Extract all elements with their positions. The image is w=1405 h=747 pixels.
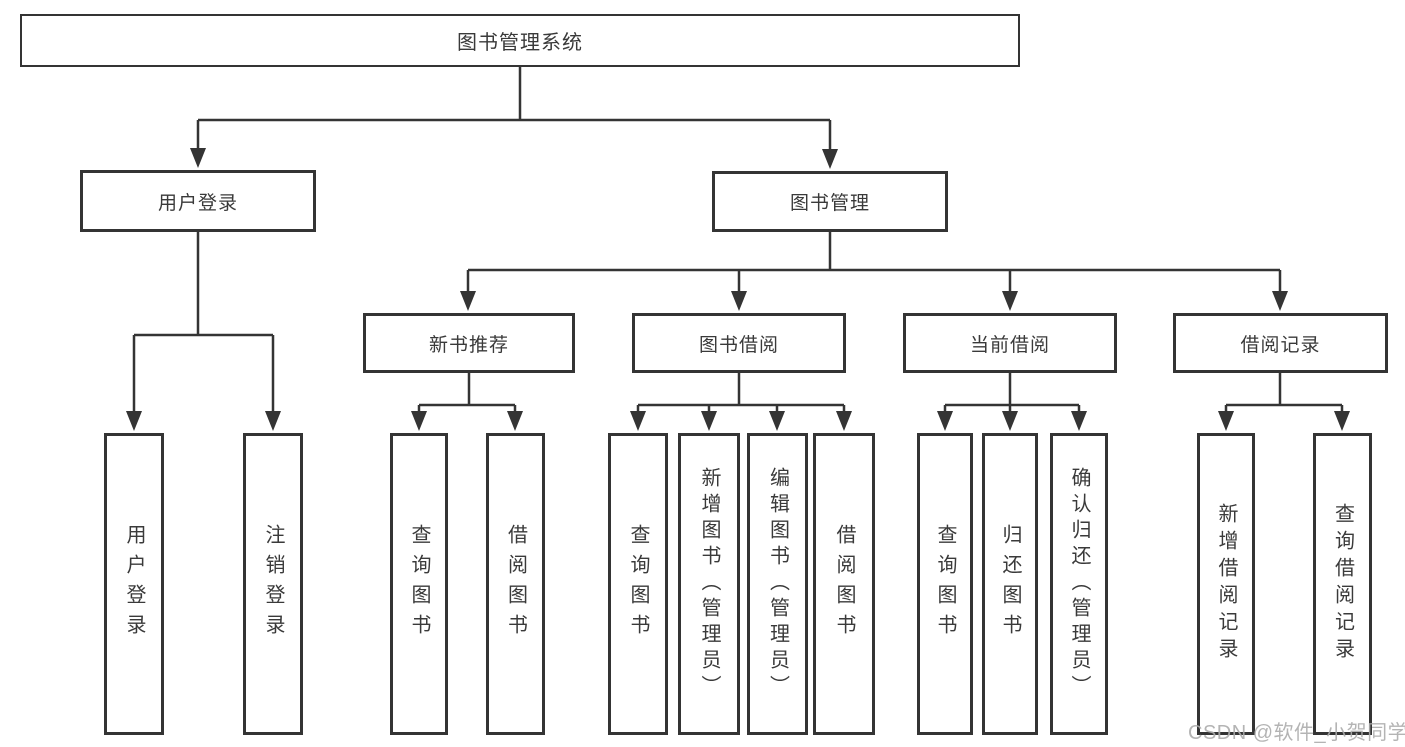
leaf-logout: 注销登录 <box>243 433 303 735</box>
leaf-query-books-borrowing: 查询图书 <box>608 433 668 735</box>
leaf-query-books-current: 查询图书 <box>917 433 973 735</box>
leaf-add-borrow-record: 新增借阅记录 <box>1197 433 1255 735</box>
leaf-query-books-recommend: 查询图书 <box>390 433 448 735</box>
node-book-management: 图书管理 <box>712 171 948 232</box>
leaf-borrow-books: 借阅图书 <box>813 433 875 735</box>
node-new-book-recommendation: 新书推荐 <box>363 313 575 373</box>
node-borrowing-records: 借阅记录 <box>1173 313 1388 373</box>
csdn-watermark: CSDN @软件_小贺同学 <box>1188 722 1405 744</box>
node-user-login: 用户登录 <box>80 170 316 232</box>
leaf-add-books-admin: 新增图书（管理员） <box>678 433 740 735</box>
leaf-edit-books-admin: 编辑图书（管理员） <box>747 433 808 735</box>
node-root-system: 图书管理系统 <box>20 14 1020 67</box>
leaf-user-login: 用户登录 <box>104 433 164 735</box>
leaf-return-books: 归还图书 <box>982 433 1038 735</box>
node-book-borrowing: 图书借阅 <box>632 313 846 373</box>
leaf-query-borrow-record: 查询借阅记录 <box>1313 433 1372 735</box>
leaf-borrow-books-recommend: 借阅图书 <box>486 433 545 735</box>
leaf-confirm-return-admin: 确认归还（管理员） <box>1050 433 1108 735</box>
node-current-borrowing: 当前借阅 <box>903 313 1117 373</box>
